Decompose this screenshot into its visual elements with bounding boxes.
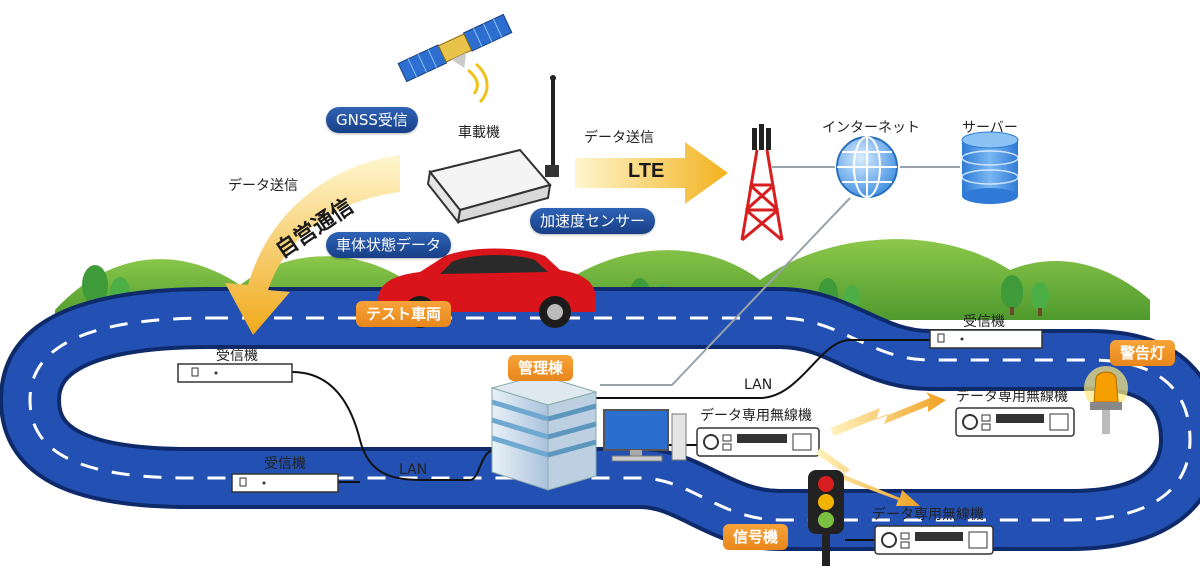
data-send-top-label: データ送信 — [584, 127, 654, 147]
warning-light-tag: 警告灯 — [1110, 340, 1175, 366]
gnss-reception-tag: GNSS受信 — [326, 107, 418, 133]
cell-tower-icon — [742, 124, 782, 240]
traffic-light-icon — [808, 470, 844, 566]
vehicle-status-tag: 車体状態データ — [326, 232, 451, 258]
server-label: サーバー — [962, 117, 1018, 137]
lan-right-label: LAN — [744, 377, 772, 393]
onboard-unit-label: 車載機 — [458, 122, 500, 142]
mgmt-building-tag: 管理棟 — [508, 355, 573, 381]
globe-icon — [837, 137, 897, 197]
radio-right-label: データ専用無線機 — [956, 386, 1068, 406]
lan-left-label: LAN — [399, 462, 427, 478]
warning-light-icon — [1084, 366, 1128, 434]
receiver-left-bottom-label: 受信機 — [264, 453, 306, 473]
satellite-signal — [468, 64, 487, 102]
server-icon — [962, 132, 1018, 204]
building-icon — [492, 375, 596, 490]
onboard-unit-icon — [428, 75, 559, 222]
traffic-signal-tag: 信号機 — [723, 524, 788, 550]
internet-label: インターネット — [822, 117, 920, 137]
satellite-icon — [398, 14, 517, 92]
accel-sensor-tag: 加速度センサー — [530, 208, 655, 234]
receiver-left-top-label: 受信機 — [216, 345, 258, 365]
radio-bottom-label: データ専用無線機 — [872, 504, 984, 524]
lte-label: LTE — [628, 160, 664, 183]
data-send-left-label: データ送信 — [228, 175, 298, 195]
receiver-right-label: 受信機 — [963, 311, 1005, 331]
test-vehicle-tag: テスト車両 — [356, 301, 451, 327]
radio-center-label: データ専用無線機 — [700, 405, 812, 425]
